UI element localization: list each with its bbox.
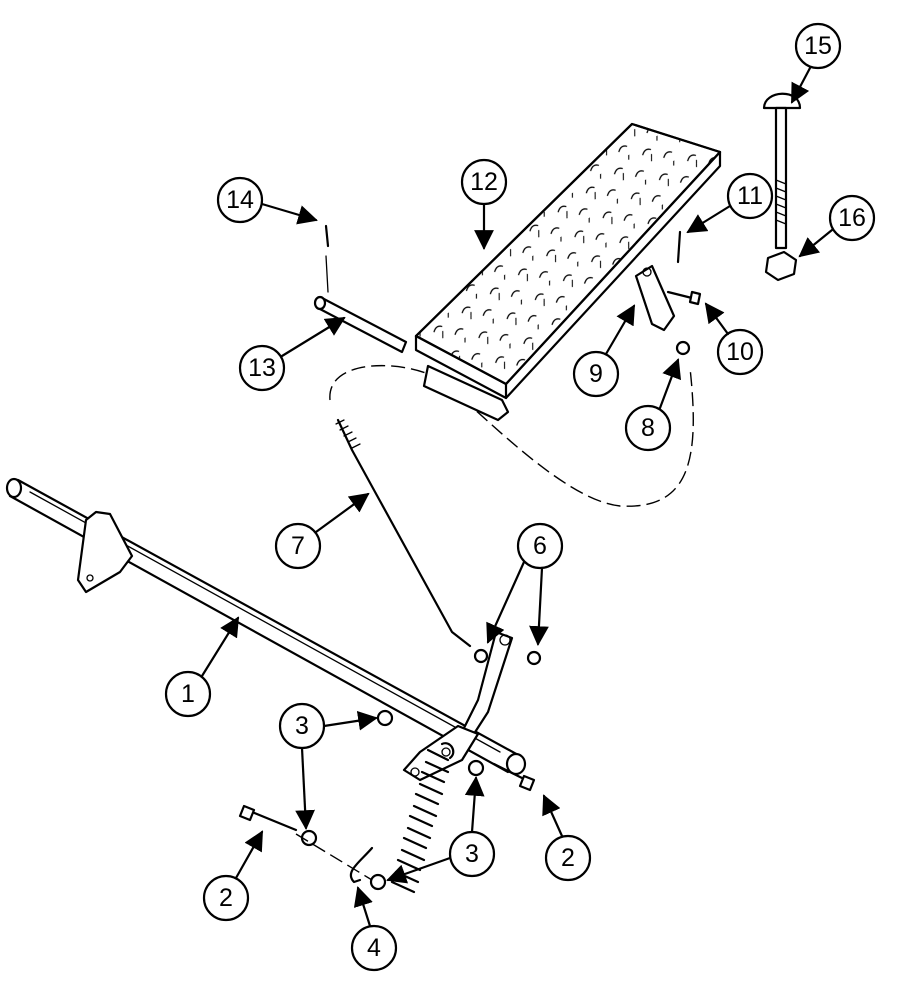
callout-label: 16 [838, 204, 866, 232]
pivot-pin [313, 224, 408, 354]
callouts: 15 12 14 11 16 13 [164, 22, 876, 972]
callout-label: 13 [248, 354, 276, 382]
callout-13: 13 [238, 316, 346, 392]
carriage-bolt [762, 92, 802, 282]
callout-7: 7 [274, 492, 370, 570]
connection-path [329, 364, 694, 507]
callout-label: 14 [226, 186, 254, 214]
bolts-and-nuts [238, 648, 542, 891]
callout-16: 16 [798, 194, 876, 258]
callout-label: 3 [465, 840, 479, 868]
callout-label: 12 [470, 168, 498, 196]
callout-label: 9 [589, 360, 603, 388]
control-rod [335, 418, 472, 648]
callout-3-middle: 3 [386, 776, 496, 884]
callout-1: 1 [164, 616, 240, 718]
callout-8: 8 [624, 358, 682, 452]
callout-3-upper: 3 [278, 702, 378, 830]
callout-2-left: 2 [202, 830, 264, 922]
callout-label: 4 [367, 934, 381, 962]
callout-label: 10 [726, 338, 754, 366]
callout-label: 6 [533, 532, 547, 560]
callout-9: 9 [572, 304, 636, 398]
callout-11: 11 [686, 172, 774, 234]
callout-4: 4 [350, 886, 398, 972]
callout-14: 14 [216, 176, 318, 225]
callout-12: 12 [460, 158, 508, 250]
callout-label: 2 [219, 884, 233, 912]
callout-2-right: 2 [542, 794, 592, 882]
pedal-assembly [414, 122, 722, 422]
callout-15: 15 [790, 22, 842, 104]
callout-label: 3 [295, 712, 309, 740]
callout-label: 1 [181, 680, 195, 708]
callout-label: 2 [561, 844, 575, 872]
callout-label: 7 [291, 532, 305, 560]
callout-label: 15 [804, 32, 832, 60]
shaft-assembly [5, 477, 527, 782]
callout-10: 10 [704, 302, 764, 376]
callout-label: 11 [737, 182, 763, 210]
callout-label: 8 [641, 414, 655, 442]
callout-6: 6 [486, 522, 564, 646]
